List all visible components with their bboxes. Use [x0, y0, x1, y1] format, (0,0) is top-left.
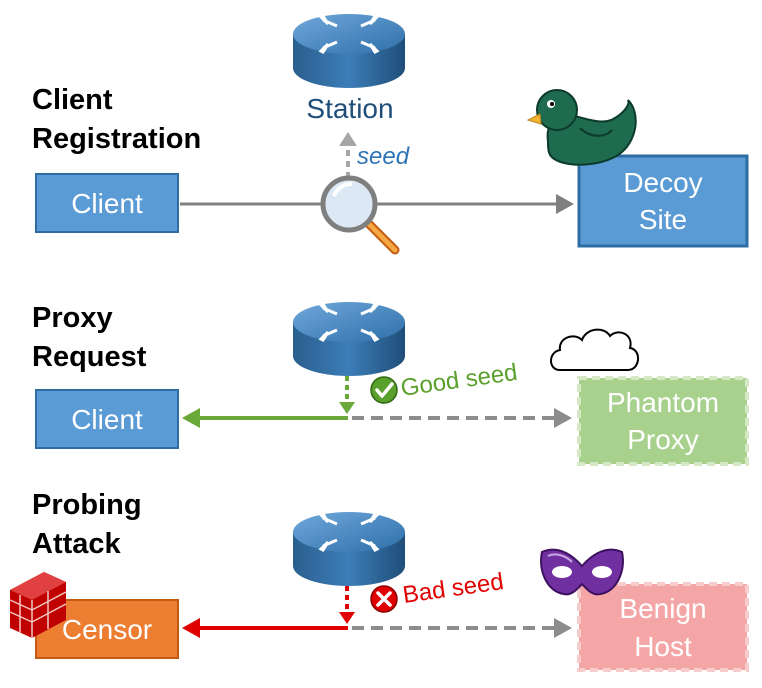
magnifier-icon — [320, 175, 400, 255]
check-icon — [370, 376, 398, 404]
section-title-registration-line2: Registration — [32, 123, 201, 155]
client-box-proxy — [35, 389, 179, 449]
section-proxy: Proxy Request Good seed Client Phantom P… — [32, 300, 749, 466]
decoy-site-box — [577, 154, 749, 248]
station-label: Station — [306, 93, 393, 124]
client-label-proxy: Client — [71, 404, 143, 435]
seed-arrowhead — [339, 132, 357, 146]
registration-arrowhead — [556, 194, 574, 214]
bad-seed-label: Bad seed — [401, 568, 505, 609]
seed-label: seed — [357, 143, 410, 170]
benign-label-line2: Host — [634, 631, 692, 662]
censor-label: Censor — [62, 614, 152, 645]
router-icon — [291, 12, 407, 90]
decoy-label-line2: Site — [639, 204, 687, 235]
duck-icon — [526, 89, 637, 166]
client-box-registration — [35, 173, 179, 233]
client-label-registration: Client — [71, 188, 143, 219]
section-title-proxy-line1: Proxy — [32, 302, 113, 334]
phantom-label-line1: Phantom — [607, 387, 719, 418]
router-icon — [291, 510, 407, 588]
cloud-icon — [550, 328, 639, 371]
proxy-dashed-arrowhead — [554, 408, 572, 428]
cross-icon — [370, 585, 398, 613]
good-seed-label: Good seed — [399, 359, 519, 402]
section-title-proxy-line2: Request — [32, 341, 147, 373]
phantom-label-line2: Proxy — [627, 424, 699, 455]
section-title-probing-line2: Attack — [32, 528, 122, 560]
decoy-label-line1: Decoy — [623, 167, 702, 198]
proxy-return-arrowhead — [182, 408, 200, 428]
section-probing: Probing Attack Bad seed Censor — [9, 489, 749, 672]
probing-dashed-arrowhead — [554, 618, 572, 638]
router-icon — [291, 300, 407, 378]
section-title-probing-line1: Probing — [32, 489, 142, 521]
good-seed-down-arrowhead — [339, 402, 355, 414]
section-title-registration-line1: Client — [32, 84, 113, 116]
firewall-icon — [9, 572, 67, 638]
probing-return-arrowhead — [182, 618, 200, 638]
bad-seed-down-arrowhead — [339, 612, 355, 624]
benign-label-line1: Benign — [619, 593, 706, 624]
benign-host-box — [577, 582, 749, 672]
mask-icon — [540, 548, 624, 596]
section-registration: Client Registration Station seed Client … — [32, 12, 749, 255]
phantom-proxy-box — [577, 376, 749, 466]
